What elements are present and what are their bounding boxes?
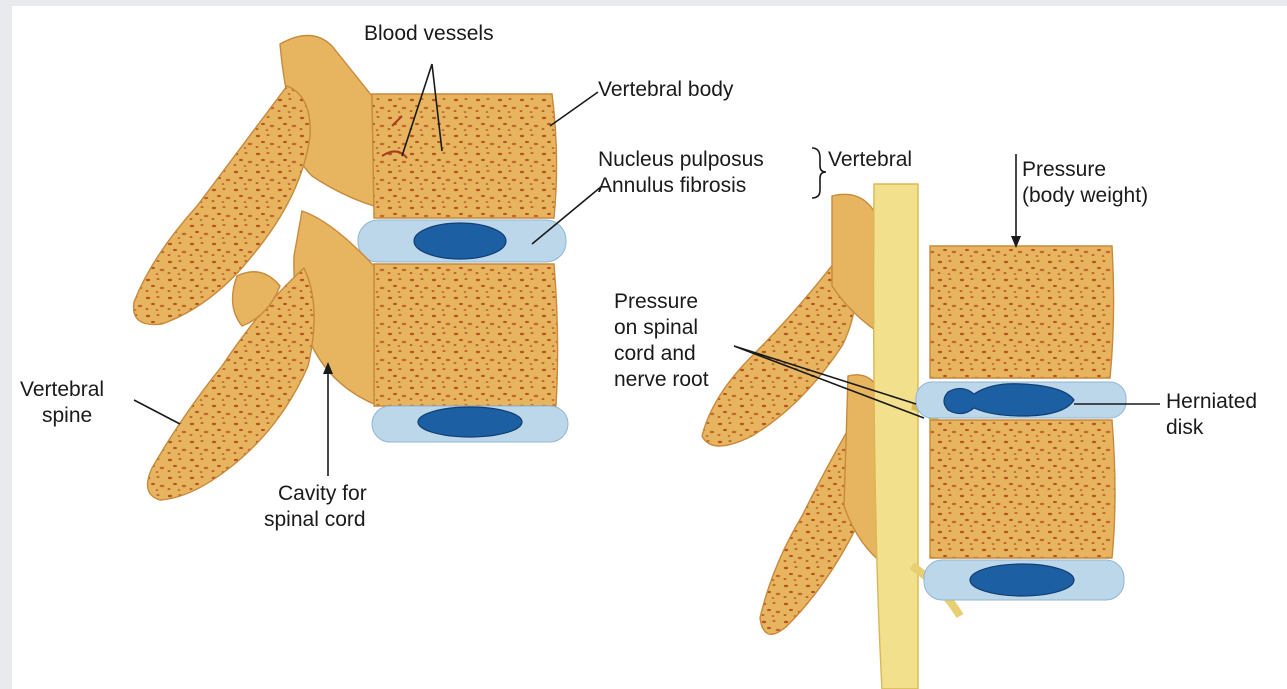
vertebral-body-label: Vertebral body <box>598 78 734 101</box>
nucleus-pulposus-label: Nucleus pulposus <box>598 148 764 171</box>
herniated-nucleus <box>944 384 1074 416</box>
pressure-cord-label-line2: on spinal <box>614 316 698 339</box>
pressure-label-line2: (body weight) <box>1022 184 1148 207</box>
vertebral-bracket <box>812 148 826 198</box>
vertebral-body-leader <box>550 92 598 126</box>
vertebral-spine-label-line1: Vertebral <box>20 378 104 401</box>
healthy-spine-illustration <box>134 35 602 500</box>
diagram-canvas: Blood vessels Vertebral body Nucleus pul… <box>12 6 1287 689</box>
vertebral-spine-label-line2: spine <box>42 404 92 427</box>
lower-vertebral-body <box>374 264 558 406</box>
herniated-label-line1: Herniated <box>1166 390 1257 413</box>
right-upper-vertebral-body <box>930 246 1114 378</box>
pressure-cord-label-line3: cord and <box>614 342 696 365</box>
annulus-fibrosis-label: Annulus fibrosis <box>598 174 746 197</box>
pressure-cord-label-line4: nerve root <box>614 368 709 391</box>
right-lower-nucleus <box>970 564 1074 596</box>
spinal-cord <box>874 184 918 689</box>
vertebral-spine-leader <box>134 400 180 424</box>
lower-nucleus <box>418 407 522 437</box>
herniated-label-line2: disk <box>1166 416 1204 439</box>
right-lower-vertebral-body <box>930 420 1115 558</box>
upper-vertebral-body <box>372 94 557 218</box>
pressure-cord-label-line1: Pressure <box>614 290 698 313</box>
spine-diagram: Blood vessels Vertebral body Nucleus pul… <box>12 6 1287 689</box>
blood-vessels-label: Blood vessels <box>364 22 494 45</box>
herniated-spine-illustration <box>702 154 1160 689</box>
pressure-label-line1: Pressure <box>1022 158 1106 181</box>
cavity-label-line2: spinal cord <box>264 508 366 531</box>
upper-nucleus <box>414 223 506 259</box>
vertebral-group-label: Vertebral <box>828 148 912 171</box>
cavity-label-line1: Cavity for <box>278 482 367 505</box>
